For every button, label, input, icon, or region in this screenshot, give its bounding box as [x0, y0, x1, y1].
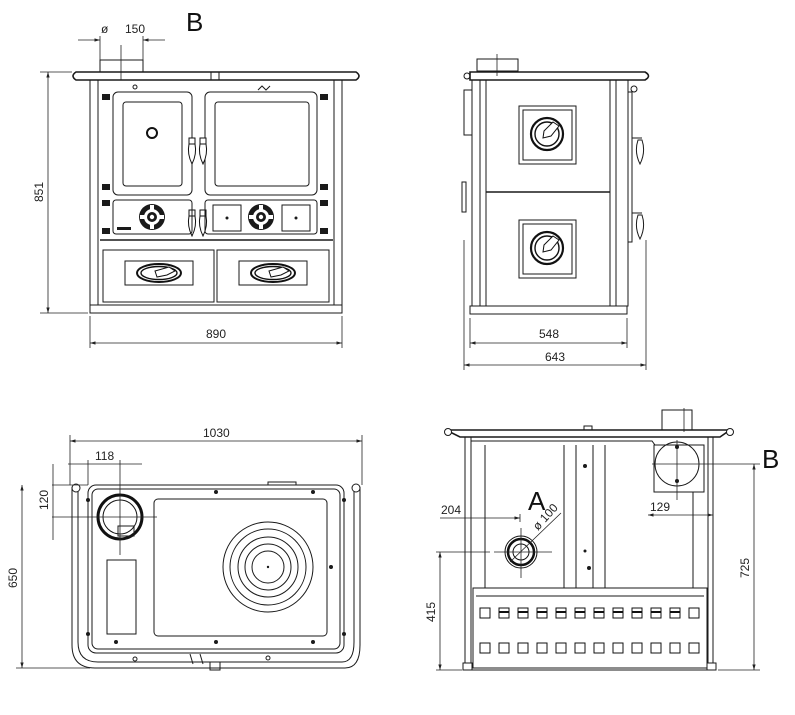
flue-pipe	[476, 58, 519, 72]
air-control-knob	[248, 204, 274, 230]
cooktop-plate	[469, 71, 650, 81]
side-depth-total-label: 643	[545, 350, 565, 364]
door-handle	[635, 214, 645, 241]
brand-emblem-icon	[136, 263, 182, 283]
fixing-bolts	[86, 490, 346, 644]
vent-slot	[479, 642, 491, 654]
cooktop-plate	[445, 429, 733, 438]
flue-pipe	[99, 59, 144, 73]
outlet-b-label: B	[186, 7, 203, 37]
vent-slot	[536, 642, 548, 654]
side-panel	[471, 79, 629, 307]
vent-slot	[555, 642, 567, 654]
stove-body	[89, 79, 343, 306]
outlet-height-label: 725	[738, 558, 752, 578]
firebox-door	[112, 91, 193, 196]
vent-slot	[688, 607, 700, 619]
front-height-label: 851	[32, 182, 46, 202]
stove-base	[89, 304, 343, 314]
outlet-b-label-rear: B	[762, 444, 779, 474]
flue-diameter-label: 150	[125, 22, 145, 36]
flue-diameter-symbol: ø	[101, 22, 109, 36]
top-depth-label: 650	[6, 568, 20, 588]
rear-view: A ø 100 B 204 415 129 725	[424, 408, 779, 671]
cooktop-surface	[87, 484, 345, 654]
brand-emblem-icon	[250, 263, 296, 283]
ash-door	[112, 199, 193, 235]
thermometer-icon	[146, 127, 158, 139]
door-handle	[187, 137, 197, 165]
inlet-a-label: A	[528, 486, 546, 516]
side-view: 548 643	[461, 54, 650, 370]
oven-door	[204, 91, 318, 196]
control-panel	[204, 199, 318, 235]
top-flue-offset-x-label: 118	[95, 449, 114, 463]
top-view: 1030 118 120 650	[6, 426, 363, 671]
door-handle	[635, 139, 645, 166]
vent-slot	[669, 642, 681, 654]
vent-slot	[498, 642, 510, 654]
rear-grille	[472, 587, 708, 669]
air-control-knob	[139, 204, 165, 230]
firebox-lid	[106, 559, 137, 635]
top-flue-offset-y-label: 120	[37, 490, 51, 510]
vent-slots	[479, 607, 700, 654]
inlet-height-label: 415	[424, 602, 438, 622]
vent-slot	[517, 642, 529, 654]
vent-slot	[631, 642, 643, 654]
front-view: ø 150 B 851 890	[32, 7, 360, 348]
inlet-offset-x-label: 204	[441, 503, 461, 517]
flue-pipe	[661, 409, 693, 431]
cooktop-plate	[72, 71, 360, 81]
vent-slot	[612, 642, 624, 654]
vent-slot	[574, 642, 586, 654]
hob-rings	[222, 521, 314, 613]
vent-slot	[650, 642, 662, 654]
outlet-b-box	[653, 444, 705, 493]
vent-slot	[593, 642, 605, 654]
brand-emblem-icon	[529, 116, 565, 152]
side-depth-body-label: 548	[539, 327, 559, 341]
vent-slot	[479, 607, 491, 619]
front-width-label: 890	[206, 327, 226, 341]
top-width-label: 1030	[203, 426, 230, 440]
outlet-offset-x-label: 129	[650, 500, 670, 514]
drawer-right	[216, 249, 330, 303]
hot-plate	[153, 498, 328, 637]
vent-slot	[688, 642, 700, 654]
brand-emblem-icon	[529, 230, 565, 266]
drawer-left	[102, 249, 215, 303]
stove-base	[469, 305, 628, 315]
